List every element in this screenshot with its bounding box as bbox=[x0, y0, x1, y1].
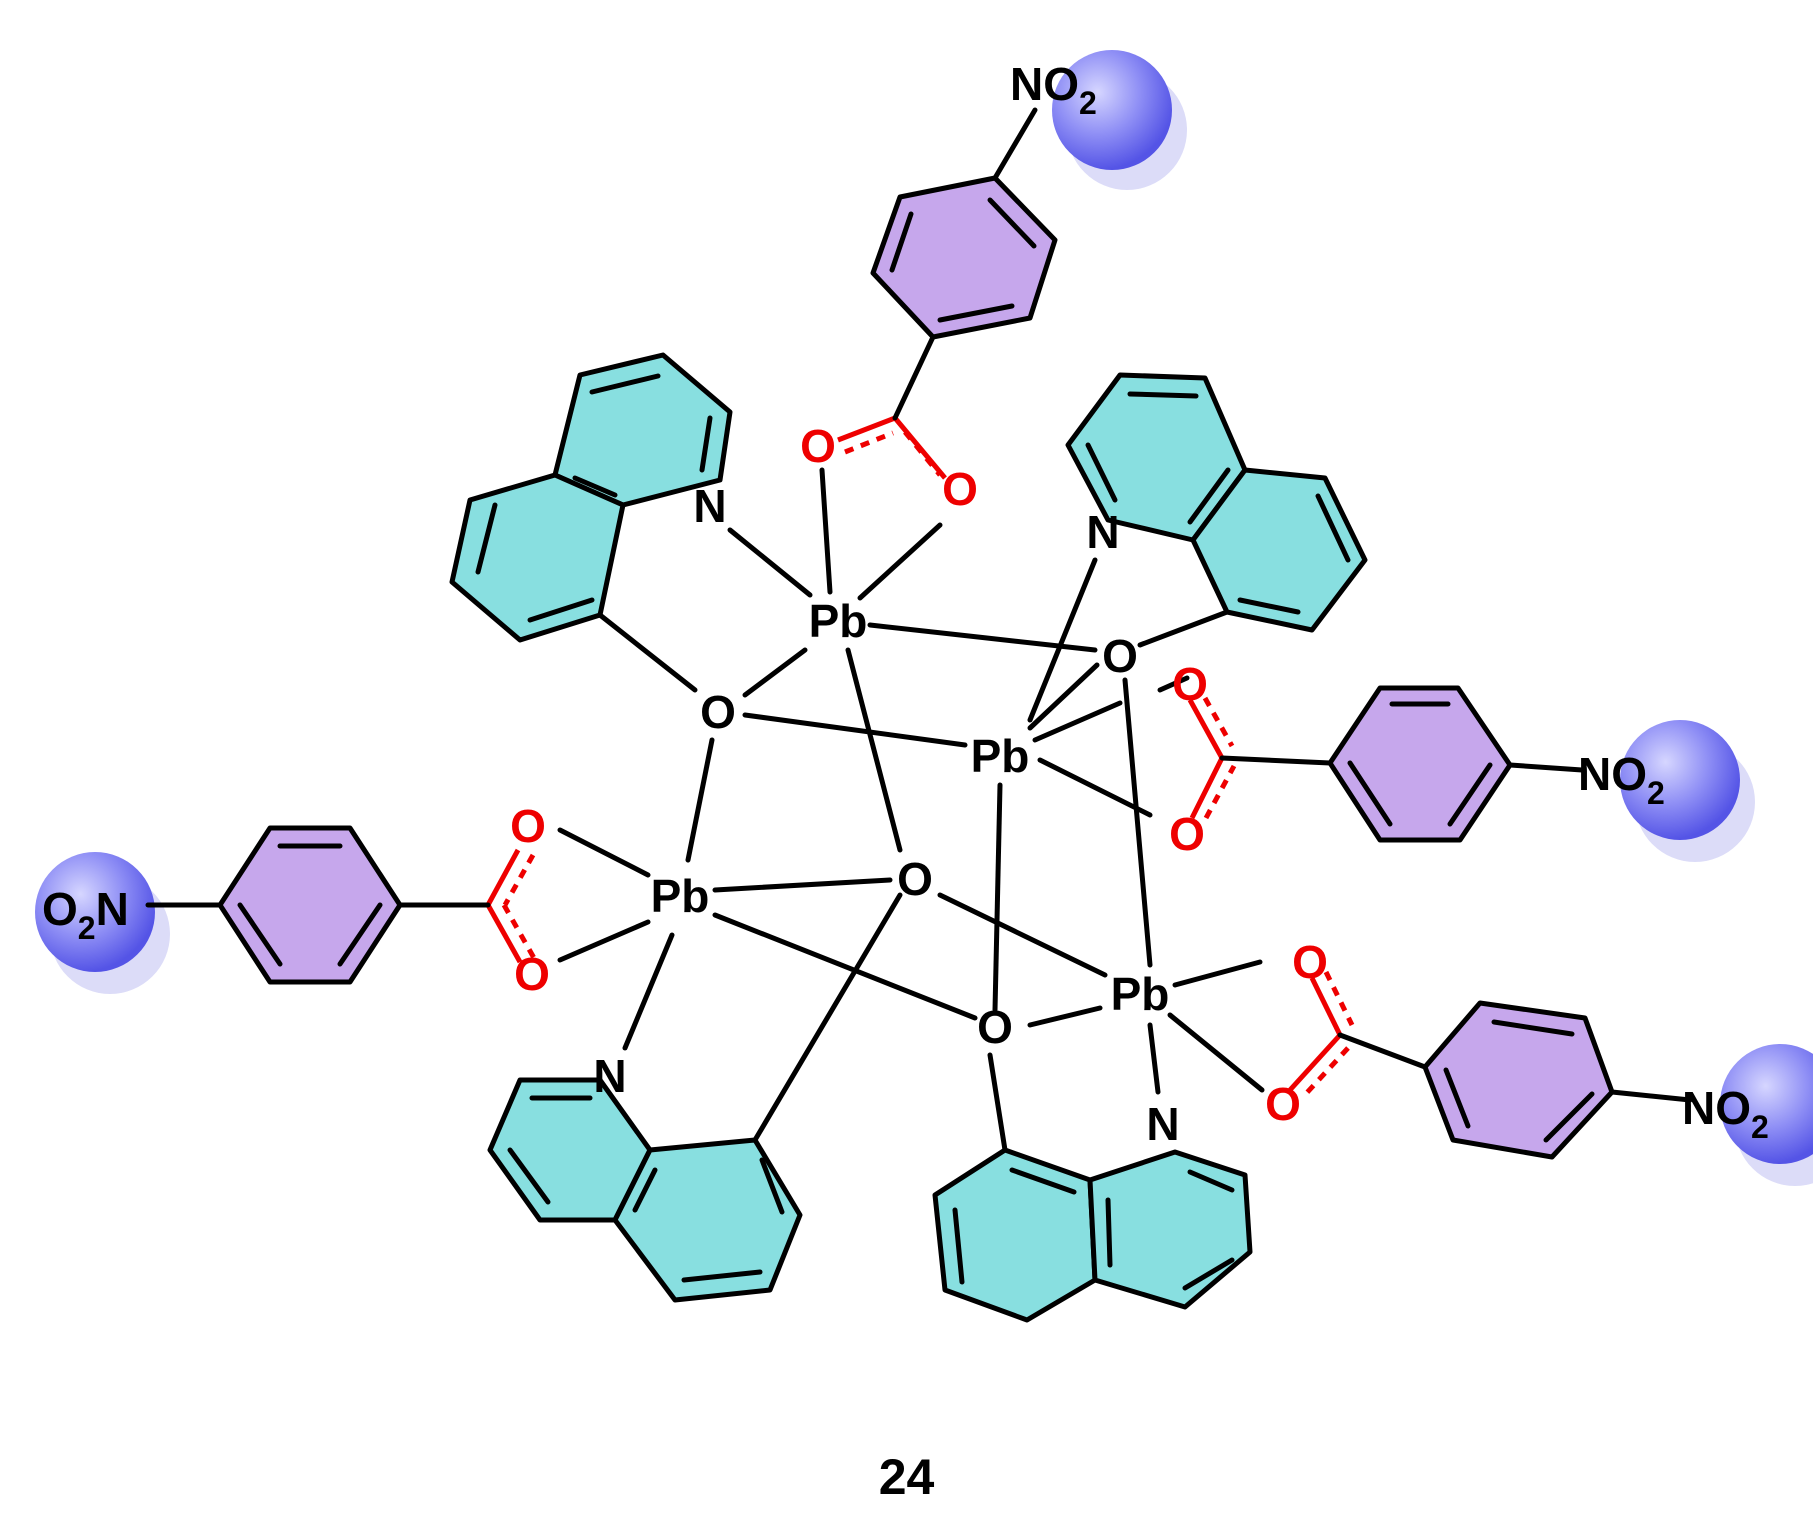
benzoate-rings bbox=[217, 175, 1615, 1160]
oxygen-atom: O bbox=[897, 853, 933, 905]
nitro-sphere-icon bbox=[1620, 720, 1740, 840]
quinoline-ring-icon bbox=[1087, 1149, 1253, 1310]
oxygen-atom: O bbox=[977, 1001, 1013, 1053]
oxygen-atom: O bbox=[510, 800, 546, 852]
lead-atom: Pb bbox=[971, 730, 1030, 782]
nitrogen-atom: N bbox=[1146, 1098, 1179, 1150]
quinoline-ring-icon bbox=[449, 472, 626, 643]
benzene-ring-icon bbox=[1327, 685, 1513, 843]
bonds bbox=[145, 107, 1693, 1153]
lead-atom: Pb bbox=[651, 870, 710, 922]
oxygen-atom: O bbox=[700, 686, 736, 738]
quinoline-rings bbox=[449, 352, 1368, 1323]
nitro-spheres bbox=[35, 50, 1813, 1186]
oxygen-atom: O bbox=[800, 420, 836, 472]
nitro-group-label: NO2 bbox=[1578, 748, 1665, 811]
atom-labels: Pb Pb Pb Pb O O O O N N N N O O O O O O … bbox=[42, 58, 1769, 1150]
benzene-ring-icon bbox=[217, 825, 403, 985]
nitrogen-atom: N bbox=[593, 1050, 626, 1102]
oxygen-atom: O bbox=[514, 948, 550, 1000]
nitrogen-atom: N bbox=[1086, 506, 1119, 558]
carboxylate-groups bbox=[485, 415, 1355, 1100]
nitro-sphere-icon bbox=[1720, 1044, 1813, 1164]
oxygen-atom: O bbox=[1169, 808, 1205, 860]
compound-number: 24 bbox=[878, 1449, 935, 1505]
oxygen-atom: O bbox=[1292, 936, 1328, 988]
nitro-group-label: NO2 bbox=[1010, 58, 1097, 121]
oxygen-atom: O bbox=[942, 463, 978, 515]
nitro-group-label: NO2 bbox=[1682, 1082, 1769, 1145]
nitro-sphere-icon bbox=[35, 852, 155, 972]
nitrogen-atom: N bbox=[693, 480, 726, 532]
nitro-sphere-icon bbox=[1052, 50, 1172, 170]
oxygen-atom: O bbox=[1172, 658, 1208, 710]
nitro-group-label: O2N bbox=[42, 883, 129, 946]
lead-atom: Pb bbox=[1111, 968, 1170, 1020]
oxygen-atom: O bbox=[1265, 1078, 1301, 1130]
oxygen-atom: O bbox=[1102, 630, 1138, 682]
lead-atom: Pb bbox=[809, 595, 868, 647]
